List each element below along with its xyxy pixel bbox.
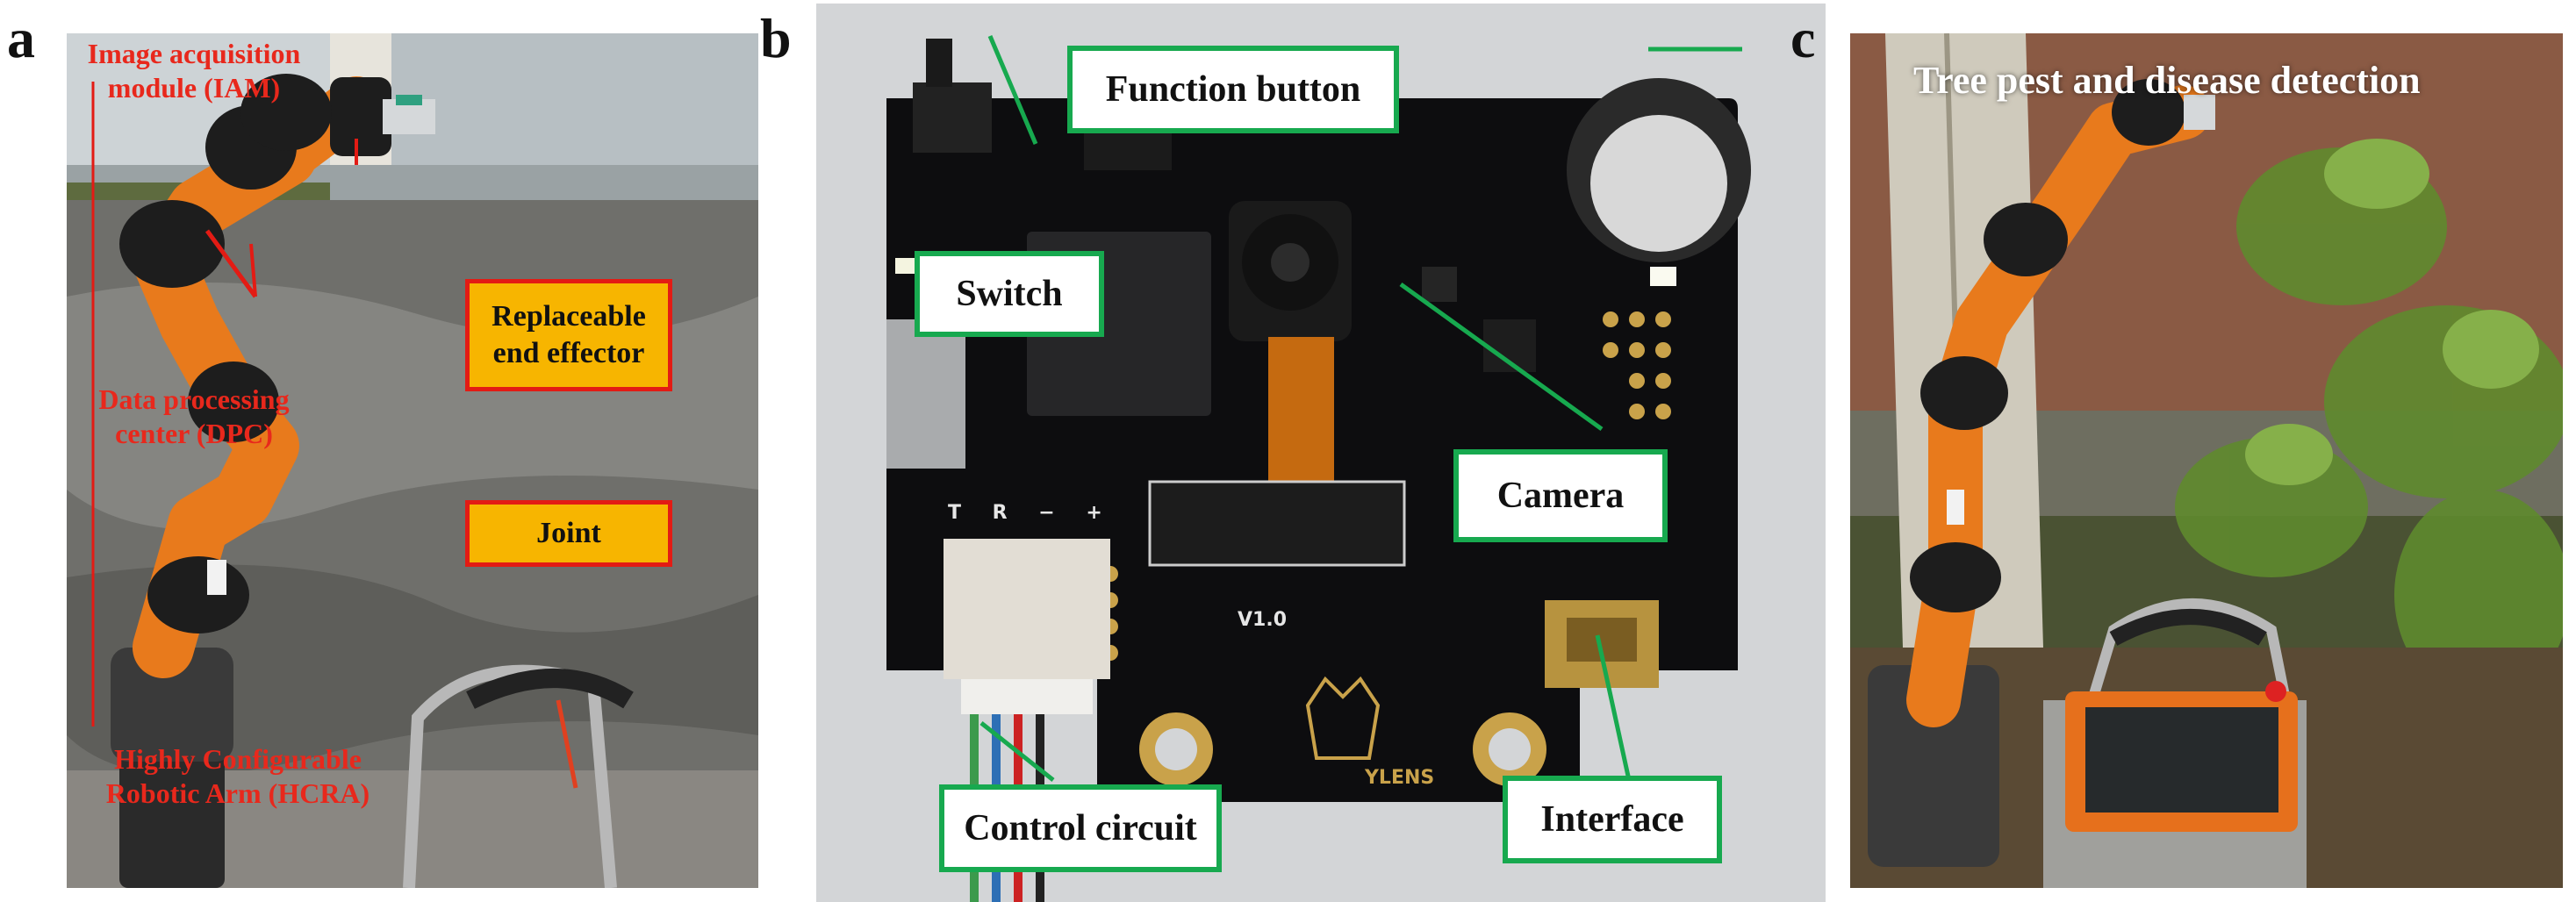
panel-letter-a: a: [7, 7, 35, 69]
panel-b-photo: [816, 4, 1826, 902]
callout-switch: Switch: [915, 251, 1104, 337]
callout-interface: Interface: [1503, 776, 1722, 863]
pcb-brand: YLENS: [1365, 767, 1435, 789]
panel-c-title: Tree pest and disease detection: [1913, 59, 2421, 102]
box-replaceable-end-effector: Replaceable end effector: [465, 279, 672, 391]
panel-c-photo: [1850, 33, 2563, 888]
panel-c: Tree pest and disease detection: [1850, 33, 2563, 888]
label-hcra: Highly Configurable Robotic Arm (HCRA): [105, 743, 370, 810]
panel-a: Image acquisition module (IAM) Data proc…: [67, 33, 758, 888]
callout-camera: Camera: [1453, 449, 1668, 542]
label-dpc: Data processing center (DPC): [98, 383, 290, 450]
pcb-pin-labels: T R − +: [948, 502, 1115, 524]
label-iam: Image acquisition module (IAM): [87, 38, 301, 104]
callout-control-circuit: Control circuit: [939, 784, 1222, 872]
panel-letter-b: b: [760, 7, 792, 69]
box-joint: Joint: [465, 500, 672, 567]
callout-function-button: Function button: [1067, 46, 1399, 133]
panel-b: T R − + V1.0 YLENS Function button Switc…: [816, 4, 1826, 902]
panel-letter-c: c: [1790, 7, 1816, 69]
pcb-version: V1.0: [1238, 609, 1287, 631]
